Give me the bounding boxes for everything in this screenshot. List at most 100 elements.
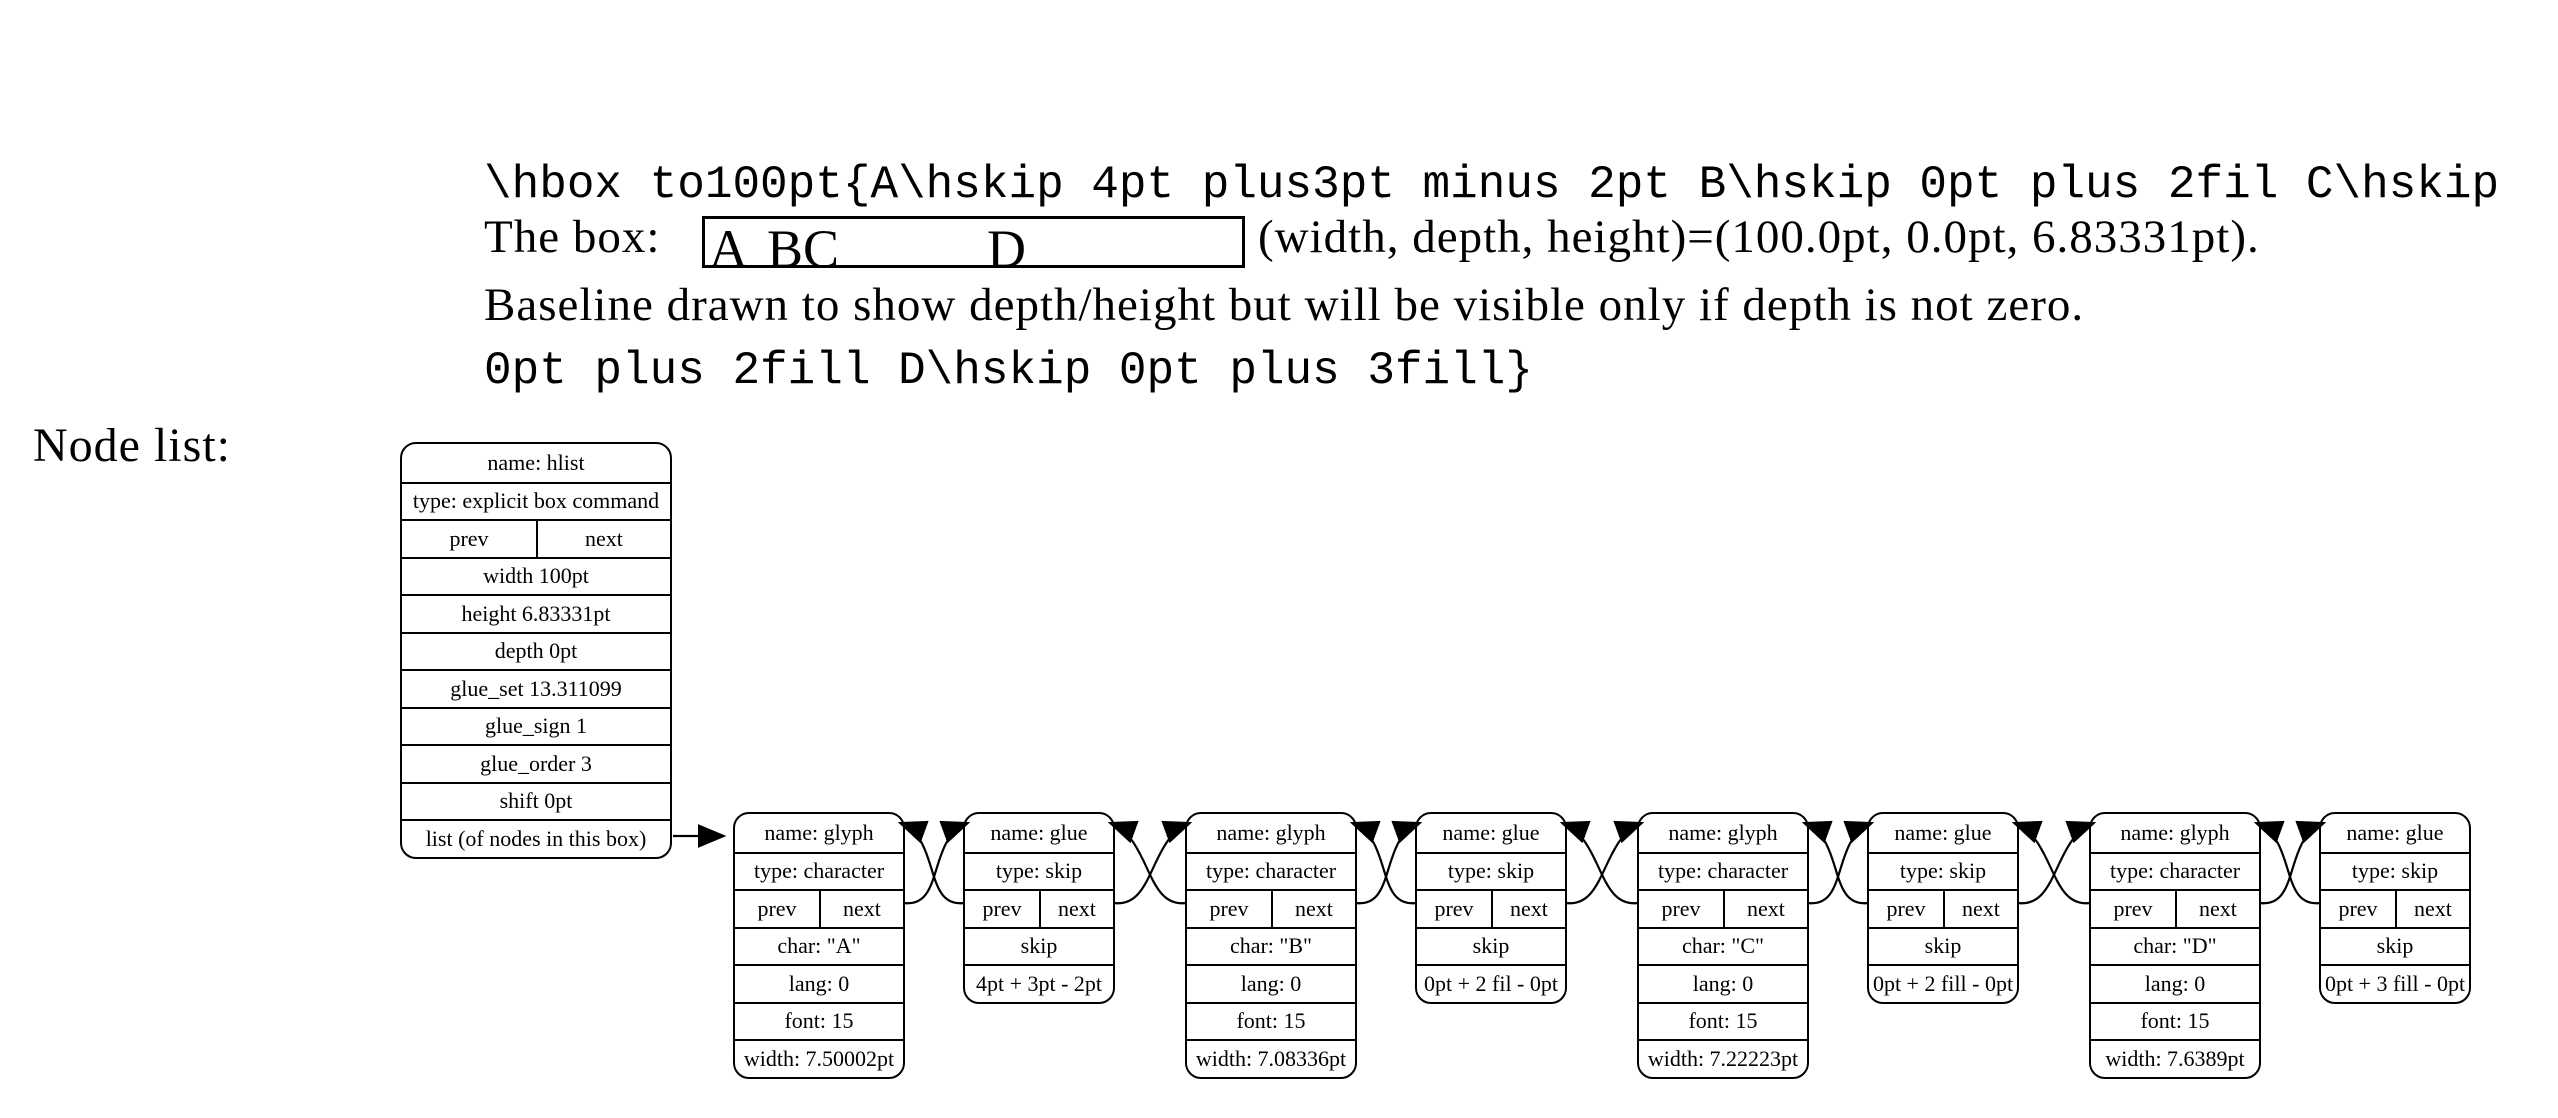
node-field-row: lang: 0 bbox=[1187, 964, 1355, 1002]
next-pointer-arc bbox=[903, 820, 971, 905]
node-type-row: type: skip bbox=[1869, 851, 2017, 890]
next-pointer-arc bbox=[1113, 820, 1193, 905]
node-list-label: Node list: bbox=[33, 419, 231, 472]
prev-cell: prev bbox=[1209, 895, 1249, 921]
tex-source-code: \hbox to100pt{A\hskip 4pt plus3pt minus … bbox=[484, 30, 2499, 526]
next-cell: next bbox=[1271, 891, 1355, 927]
node-field-row: char: "C" bbox=[1639, 926, 1807, 965]
node-name-row: name: glyph bbox=[1668, 819, 1778, 845]
node-field-row: width: 7.08336pt bbox=[1187, 1039, 1355, 1077]
next-cell: next bbox=[1723, 891, 1807, 927]
code-line-2: 0pt plus 2fill D\hskip 0pt plus 3fill} bbox=[484, 345, 1533, 397]
hbox-letter-d: D bbox=[987, 219, 1026, 279]
prev-cell: prev bbox=[2113, 895, 2153, 921]
node-name-row: name: glyph bbox=[1216, 819, 1326, 845]
prev-cell: prev bbox=[982, 895, 1022, 921]
next-pointer-arc bbox=[1565, 820, 1645, 905]
node-name-row: name: hlist bbox=[487, 449, 585, 475]
rendered-hbox: A BC D bbox=[702, 216, 1245, 276]
node-name-row: name: glyph bbox=[764, 819, 874, 845]
node-field-row: skip bbox=[1417, 926, 1565, 965]
prev-cell: prev bbox=[1886, 895, 1926, 921]
prev-pointer-arc bbox=[2011, 820, 2091, 905]
box-description-prefix: The box: bbox=[484, 211, 661, 263]
node-field-row: font: 15 bbox=[1187, 1001, 1355, 1040]
prev-pointer-arc bbox=[1801, 820, 1869, 905]
node-field-row: lang: 0 bbox=[2091, 964, 2259, 1002]
node-field-row: 0pt + 3 fill - 0pt bbox=[2321, 964, 2469, 1002]
next-cell: next bbox=[1491, 891, 1565, 927]
baseline-note: Baseline drawn to show depth/height but … bbox=[484, 279, 2085, 331]
prev-next-row: prev next bbox=[965, 889, 1113, 927]
next-cell: next bbox=[2395, 891, 2469, 927]
box-dimensions-text: (width, depth, height)=(100.0pt, 0.0pt, … bbox=[1258, 211, 2260, 263]
prev-pointer-arc bbox=[897, 820, 965, 905]
prev-cell: prev bbox=[1661, 895, 1701, 921]
prev-cell: prev bbox=[1434, 895, 1474, 921]
next-pointer-arc bbox=[1807, 820, 1875, 905]
hbox-letter-a: A bbox=[709, 219, 748, 279]
next-pointer-arc bbox=[2017, 820, 2097, 905]
prev-cell: prev bbox=[757, 895, 797, 921]
node-field-row: char: "B" bbox=[1187, 926, 1355, 965]
node-field-row: width: 7.22223pt bbox=[1639, 1039, 1807, 1077]
node-field-row: 4pt + 3pt - 2pt bbox=[965, 964, 1113, 1002]
prev-pointer-arc bbox=[1559, 820, 1639, 905]
node-field-row: char: "A" bbox=[735, 926, 903, 965]
prev-next-row: prev next bbox=[402, 519, 670, 557]
node-type-row: type: character bbox=[1187, 851, 1355, 890]
node-field-row: lang: 0 bbox=[1639, 964, 1807, 1002]
node-field-row: font: 15 bbox=[1639, 1001, 1807, 1040]
node-field-row: skip bbox=[2321, 926, 2469, 965]
node-type-row: type: character bbox=[2091, 851, 2259, 890]
node-field-row: width 100pt bbox=[402, 556, 670, 595]
node-field-row: glue_set 13.311099 bbox=[402, 669, 670, 707]
next-cell: next bbox=[819, 891, 903, 927]
prev-pointer-arc bbox=[1349, 820, 1417, 905]
node-type-row: type: explicit box command bbox=[402, 481, 670, 520]
node-field-row: char: "D" bbox=[2091, 926, 2259, 965]
next-pointer-arc bbox=[2259, 820, 2327, 905]
prev-cell: prev bbox=[2338, 895, 2378, 921]
node-field-row: list (of nodes in this box) bbox=[402, 819, 670, 857]
node-name-row: name: glue bbox=[1442, 819, 1540, 845]
node-name-row: name: glyph bbox=[2120, 819, 2230, 845]
hbox-letter-bc: BC bbox=[767, 219, 840, 279]
next-cell: next bbox=[2175, 891, 2259, 927]
node-field-row: height 6.83331pt bbox=[402, 594, 670, 632]
prev-pointer-arc bbox=[1107, 820, 1187, 905]
next-pointer-arc bbox=[1355, 820, 1423, 905]
prev-cell: prev bbox=[449, 525, 489, 551]
prev-next-row: prev next bbox=[735, 889, 903, 927]
next-cell: next bbox=[1039, 891, 1113, 927]
node-field-row: width: 7.50002pt bbox=[735, 1039, 903, 1077]
node-field-row: skip bbox=[1869, 926, 2017, 965]
prev-next-row: prev next bbox=[1417, 889, 1565, 927]
node-field-row: font: 15 bbox=[2091, 1001, 2259, 1040]
node-name-row: name: glue bbox=[1894, 819, 1992, 845]
node-field-row: 0pt + 2 fill - 0pt bbox=[1869, 964, 2017, 1002]
prev-next-row: prev next bbox=[2091, 889, 2259, 927]
node-field-row: width: 7.6389pt bbox=[2091, 1039, 2259, 1077]
node-type-row: type: character bbox=[735, 851, 903, 890]
code-line-1: \hbox to100pt{A\hskip 4pt plus3pt minus … bbox=[484, 159, 2500, 211]
node-field-row: lang: 0 bbox=[735, 964, 903, 1002]
node-field-row: font: 15 bbox=[735, 1001, 903, 1040]
node-field-row: 0pt + 2 fil - 0pt bbox=[1417, 964, 1565, 1002]
next-cell: next bbox=[536, 521, 670, 557]
node-field-row: depth 0pt bbox=[402, 631, 670, 670]
prev-pointer-arc bbox=[2253, 820, 2321, 905]
node-type-row: type: skip bbox=[965, 851, 1113, 890]
prev-next-row: prev next bbox=[2321, 889, 2469, 927]
prev-next-row: prev next bbox=[1187, 889, 1355, 927]
node-type-row: type: character bbox=[1639, 851, 1807, 890]
node-field-row: skip bbox=[965, 926, 1113, 965]
